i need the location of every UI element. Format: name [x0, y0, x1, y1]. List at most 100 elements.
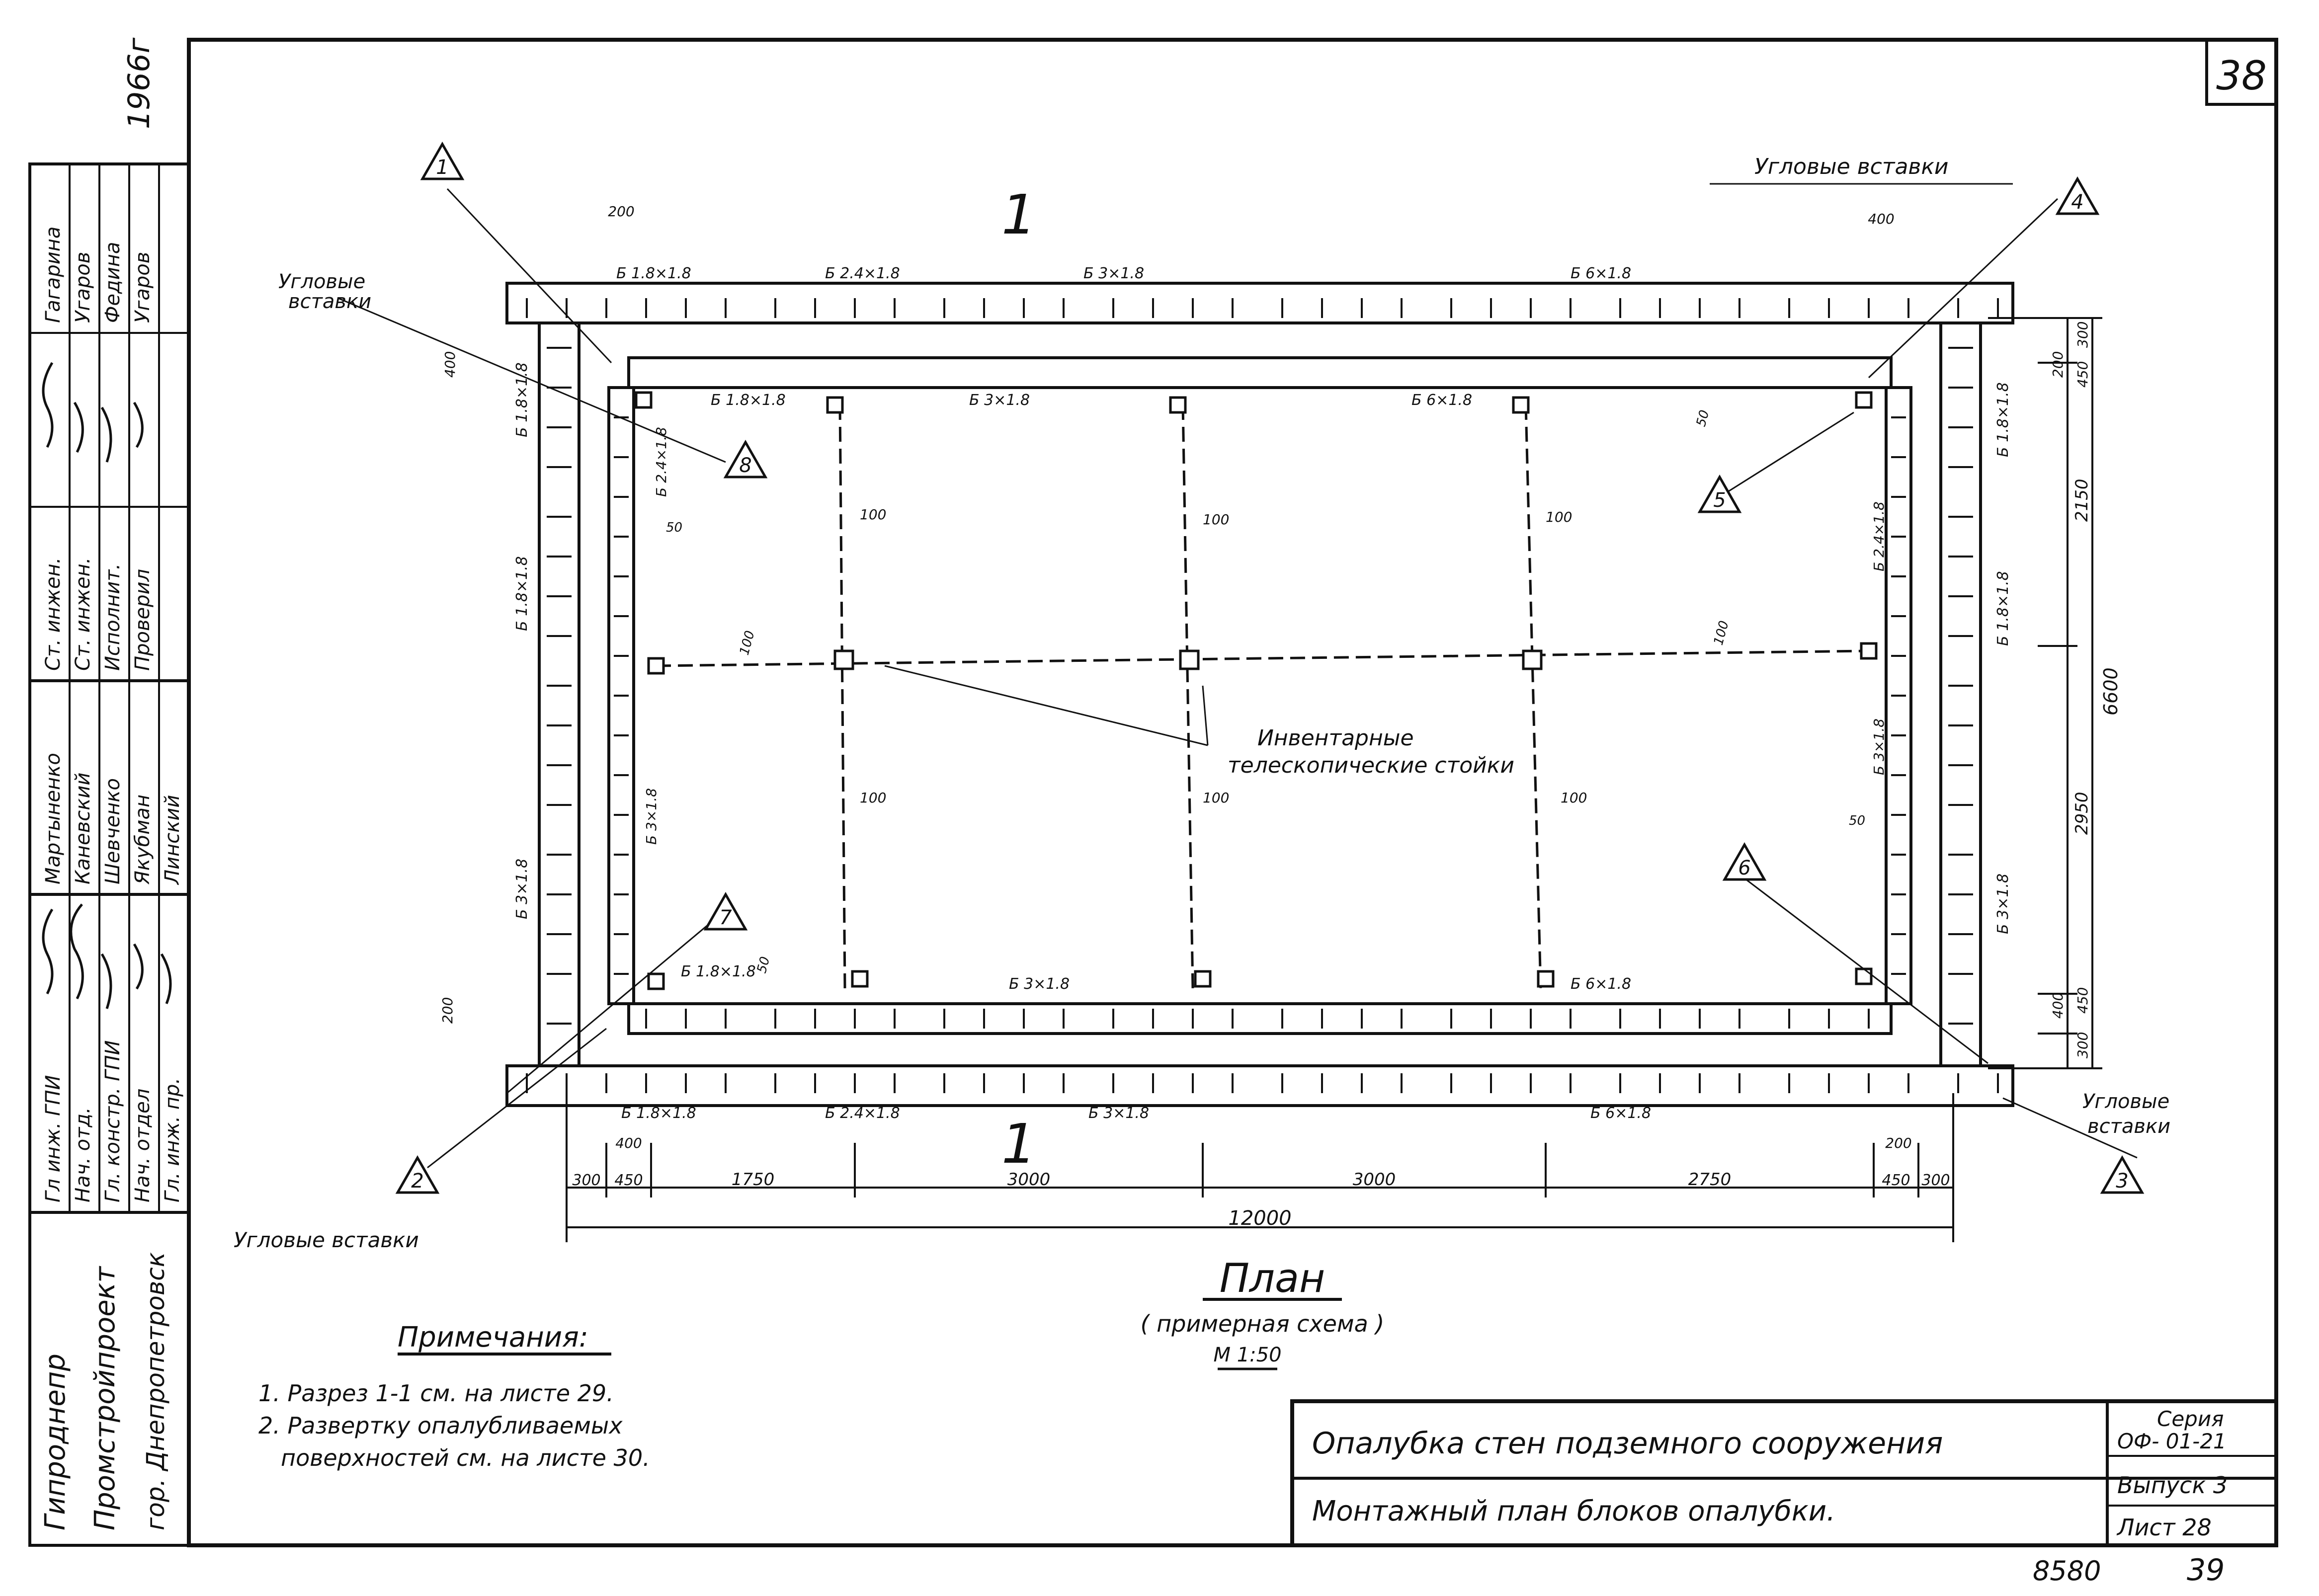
- dim-total: 12000: [1228, 1207, 1291, 1230]
- stamp-name2-2: Угаров: [72, 252, 94, 323]
- outer-wall-right: [1939, 321, 1982, 1067]
- block-left-outer-1: Б 1.8×1.8: [513, 362, 531, 437]
- corner-inserts-bottom-right-2: вставки: [2087, 1115, 2170, 1138]
- corner-inserts-bottom-left: Угловые вставки: [234, 1228, 419, 1252]
- leader-lines: [337, 183, 2138, 1169]
- small-dim-1: 100: [860, 506, 886, 523]
- dim-bottom-2: 450: [614, 1172, 643, 1189]
- dim-bottom-1: 300: [572, 1172, 600, 1189]
- year: 1966г: [122, 37, 157, 129]
- block-left-outer-2: Б 1.8×1.8: [513, 556, 531, 631]
- section-markers: [395, 141, 2145, 1194]
- small-dim-4: 100: [860, 790, 886, 806]
- stamp-role2-1: Ст. инжен.: [42, 558, 65, 671]
- inner-wall-bottom: [627, 1002, 1893, 1035]
- title-subname: Монтажный план блоков опалубки.: [1312, 1495, 1835, 1527]
- outer-wall-left: [538, 321, 580, 1067]
- org-line-3: гор. Днепропетровск: [141, 1252, 170, 1530]
- stamp-name2-1: Гагарина: [42, 227, 65, 323]
- block-bottom-outer-2: Б 2.4×1.8: [825, 1105, 900, 1122]
- footer-left-number: 8580: [2033, 1555, 2101, 1587]
- stamp-name-3: Шевченко: [101, 778, 124, 884]
- dim-200-top: 200: [608, 203, 634, 220]
- dim-bottom-8: 300: [1921, 1172, 1950, 1189]
- stamp-name2-4: Угаров: [131, 252, 154, 323]
- org-line-1: Гипроднепр: [39, 1354, 72, 1530]
- block-right-outer-2: Б 1.8×1.8: [1994, 571, 2012, 646]
- plan-subtitle: ( примерная схема ): [1141, 1310, 1385, 1337]
- block-bottom-inner-2: Б 3×1.8: [1009, 975, 1070, 993]
- stamp-name2-3: Федина: [101, 242, 124, 323]
- title-name: Опалубка стен подземного сооружения: [1312, 1426, 1943, 1461]
- series-label: Серия: [2157, 1407, 2224, 1431]
- marker-7-label: 7: [719, 906, 732, 929]
- issue-value: Выпуск 3: [2117, 1472, 2228, 1499]
- dim-total-right: 6600: [2100, 667, 2122, 716]
- marker-2: [395, 1155, 440, 1194]
- small-dim-10: 50: [1849, 813, 1865, 828]
- marker-3: [2100, 1155, 2145, 1194]
- side-stamp: 1966г Гл инж. ГПИ Нач. отд. Гл. констр. …: [28, 37, 190, 1547]
- dim-bottom-4: 3000: [1007, 1170, 1051, 1190]
- block-top-inner-1: Б 1.8×1.8: [711, 392, 786, 409]
- outer-wall-bottom: [505, 1064, 2014, 1107]
- block-bottom-outer-1: Б 1.8×1.8: [621, 1105, 696, 1122]
- marker-4: [2055, 176, 2100, 215]
- marker-8-label: 8: [739, 454, 751, 477]
- stamp-role2-4: Проверил: [131, 569, 154, 671]
- inner-wall-right: [1885, 386, 1912, 1005]
- dim-right-inner-2: 400: [2050, 992, 2066, 1019]
- corner-inserts-top-right: Угловые вставки: [1754, 154, 1949, 179]
- footer-right-number: 39: [2187, 1553, 2225, 1588]
- stamp-name-5: Линский: [161, 795, 184, 885]
- telescopic-props: [656, 404, 1869, 989]
- notes-heading: Примечания:: [398, 1321, 588, 1354]
- stamp-role-3: Гл. констр. ГПИ: [101, 1040, 124, 1202]
- marker-6-label: 6: [1738, 857, 1750, 879]
- notes-item-2a: 2. Развертку опалубливаемых: [258, 1412, 623, 1439]
- small-dim-7: 100: [737, 629, 758, 657]
- block-left-outer-3: Б 3×1.8: [513, 859, 531, 919]
- block-left-inner-2: Б 3×1.8: [643, 788, 660, 845]
- sheet-number: 38: [2216, 53, 2267, 99]
- title-block: Опалубка стен подземного сооружения Монт…: [1290, 1399, 2278, 1547]
- notes-item-1: 1. Разрез 1-1 см. на листе 29.: [258, 1380, 614, 1407]
- stamp-role-5: Гл. инж. пр.: [161, 1078, 184, 1202]
- block-right-outer-3: Б 3×1.8: [1994, 874, 2012, 934]
- block-top-outer-3: Б 3×1.8: [1083, 265, 1144, 282]
- stamp-name-2: Каневский: [72, 773, 94, 884]
- corner-inserts-top-left-1: Угловые: [278, 270, 365, 293]
- stamp-name-1: Мартыненко: [42, 753, 65, 884]
- dim-400-left-top: 400: [442, 351, 458, 378]
- stamp-role-2: Нач. отд.: [72, 1107, 94, 1202]
- props-label-2: телескопические стойки: [1228, 753, 1514, 778]
- dim-bottom-5: 3000: [1353, 1170, 1396, 1190]
- marker-8: [723, 439, 768, 479]
- marker-6: [1722, 842, 1767, 881]
- block-top-inner-2: Б 3×1.8: [969, 392, 1030, 409]
- dim-right-inner-1: 200: [2050, 351, 2066, 378]
- dimension-lines: [566, 317, 2102, 1242]
- plan-title-group: План ( примерная схема ) М 1:50: [1141, 1255, 1385, 1370]
- dim-right-4: 2950: [2072, 792, 2092, 835]
- dim-right-1: 300: [2074, 321, 2091, 348]
- dim-right-2: 450: [2074, 361, 2091, 388]
- dim-400-left: 400: [615, 1135, 642, 1151]
- dim-right-3: 2150: [2072, 479, 2092, 522]
- section-mark-bottom: 1: [1001, 1112, 1036, 1176]
- prop-nodes: [635, 391, 1878, 990]
- dim-bottom-3: 1750: [732, 1170, 775, 1190]
- series-value: ОФ- 01-21: [2117, 1429, 2227, 1453]
- wall-ribs: [526, 298, 1999, 1093]
- block-right-inner-2: Б 3×1.8: [1871, 718, 1887, 775]
- small-dim-6: 100: [1561, 790, 1587, 806]
- dim-400-right: 400: [1868, 211, 1894, 227]
- marker-3-label: 3: [2116, 1170, 2128, 1193]
- block-bottom-inner-1: Б 1.8×1.8: [681, 963, 756, 980]
- corner-inserts-top-left-2: вставки: [288, 290, 371, 313]
- dim-bottom-7: 450: [1882, 1172, 1910, 1189]
- block-bottom-inner-3: Б 6×1.8: [1571, 975, 1631, 993]
- plan-title: План: [1220, 1255, 1325, 1301]
- block-bottom-outer-3: Б 3×1.8: [1088, 1105, 1149, 1122]
- plan-labels: 1 2 3 4 5 6 7 8 1 1 Б 1.8×1.8 Б 2.4×1.8 …: [234, 154, 2170, 1252]
